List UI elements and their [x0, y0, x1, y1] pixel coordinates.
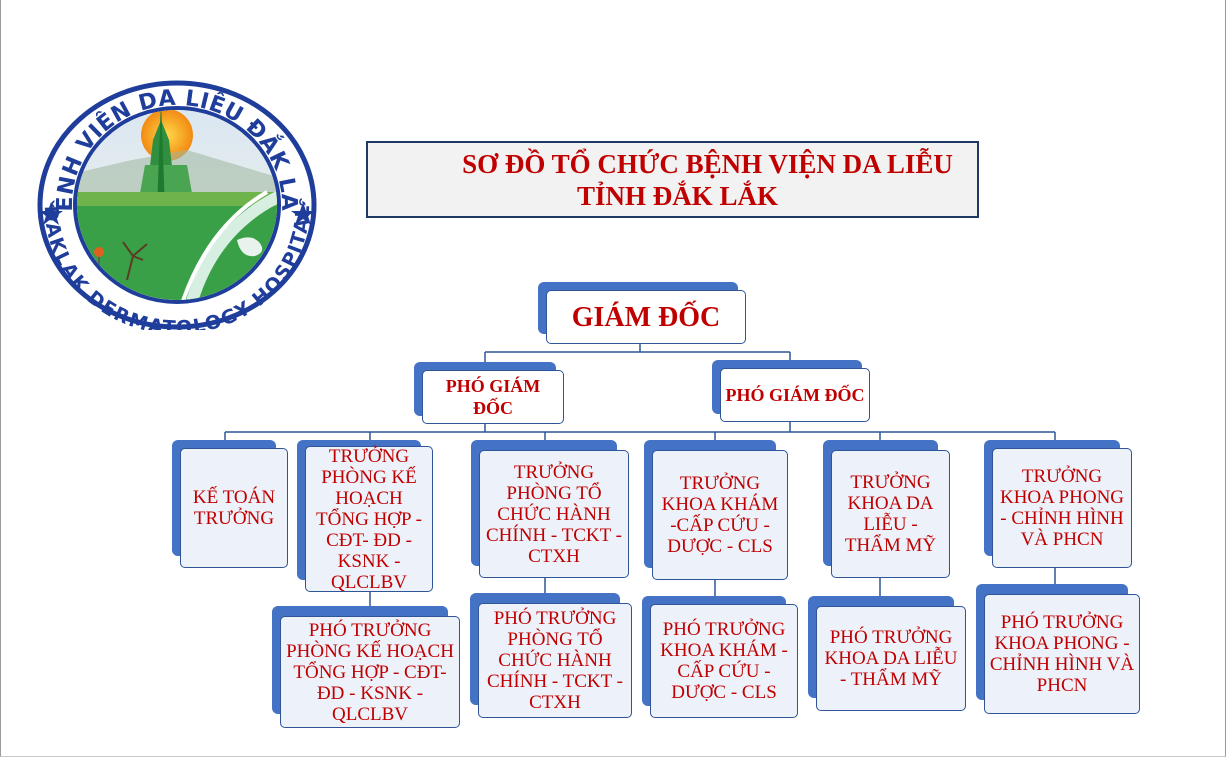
node-head-exam-label: TRƯỞNG KHOA KHÁM -CẤP CỨU - DƯỢC - CLS [652, 450, 788, 580]
node-head-dermatology: TRƯỞNG KHOA DA LIỄU - THẨM MỸ [823, 440, 950, 578]
node-vice-leprosy: PHÓ TRƯỞNG KHOA PHONG - CHỈNH HÌNH VÀ PH… [976, 584, 1140, 714]
node-vice-exam: PHÓ TRƯỞNG KHOA KHÁM -CẤP CỨU - DƯỢC - C… [642, 596, 798, 718]
node-vice-planning-label: PHÓ TRƯỞNG PHÒNG KẾ HOẠCH TỔNG HỢP - CĐT… [280, 616, 460, 728]
hospital-logo: BỆNH VIỆN DA LIỄU ĐẮK LẮK DAKLAK DERMATO… [37, 80, 317, 330]
title-line-1: SƠ ĐỒ TỔ CHỨC BỆNH VIỆN DA LIỄU [462, 148, 953, 179]
node-vice-dermatology-label: PHÓ TRƯỞNG KHOA DA LIỄU - THẨM MỸ [816, 606, 966, 711]
chart-title-box: SƠ ĐỒ TỔ CHỨC BỆNH VIỆN DA LIỄU TỈNH ĐẮK… [366, 141, 979, 218]
node-head-admin-label: TRƯỞNG PHÒNG TỔ CHỨC HÀNH CHÍNH - TCKT -… [479, 450, 629, 578]
node-head-planning: TRƯỞNG PHÒNG KẾ HOẠCH TỔNG HỢP - CĐT- ĐD… [297, 440, 433, 593]
node-deputy-director-left: PHÓ GIÁM ĐỐC [414, 362, 564, 424]
node-vice-dermatology: PHÓ TRƯỞNG KHOA DA LIỄU - THẨM MỸ [808, 596, 966, 711]
node-vice-leprosy-label: PHÓ TRƯỞNG KHOA PHONG - CHỈNH HÌNH VÀ PH… [984, 594, 1140, 714]
node-director-label: GIÁM ĐỐC [546, 290, 746, 344]
star-icon [291, 202, 315, 225]
node-deputy-director-right: PHÓ GIÁM ĐỐC [712, 360, 870, 422]
node-head-planning-label: TRƯỞNG PHÒNG KẾ HOẠCH TỔNG HỢP - CĐT- ĐD… [305, 446, 433, 593]
title-line-2: TỈNH ĐẮK LẮK [576, 180, 779, 211]
node-head-leprosy: TRƯỞNG KHOA PHONG - CHỈNH HÌNH VÀ PHCN [984, 440, 1132, 568]
node-vice-admin-label: PHÓ TRƯỞNG PHÒNG TỔ CHỨC HÀNH CHÍNH - TC… [478, 603, 632, 718]
node-vice-admin: PHÓ TRƯỞNG PHÒNG TỔ CHỨC HÀNH CHÍNH - TC… [470, 593, 632, 718]
node-vice-planning: PHÓ TRƯỞNG PHÒNG KẾ HOẠCH TỔNG HỢP - CĐT… [272, 606, 460, 728]
node-deputy-director-right-label: PHÓ GIÁM ĐỐC [720, 368, 870, 422]
node-deputy-director-left-label: PHÓ GIÁM ĐỐC [422, 370, 564, 424]
node-director: GIÁM ĐỐC [538, 282, 746, 344]
node-head-dermatology-label: TRƯỞNG KHOA DA LIỄU - THẨM MỸ [831, 450, 950, 578]
star-icon [39, 202, 63, 225]
node-chief-accountant-label: KẾ TOÁN TRƯỞNG [180, 448, 288, 568]
node-head-leprosy-label: TRƯỞNG KHOA PHONG - CHỈNH HÌNH VÀ PHCN [992, 448, 1132, 568]
node-chief-accountant: KẾ TOÁN TRƯỞNG [172, 440, 289, 568]
node-vice-exam-label: PHÓ TRƯỞNG KHOA KHÁM -CẤP CỨU - DƯỢC - C… [650, 604, 798, 718]
node-head-admin: TRƯỞNG PHÒNG TỔ CHỨC HÀNH CHÍNH - TCKT -… [471, 440, 629, 578]
node-head-exam: TRƯỞNG KHOA KHÁM -CẤP CỨU - DƯỢC - CLS [644, 440, 788, 580]
